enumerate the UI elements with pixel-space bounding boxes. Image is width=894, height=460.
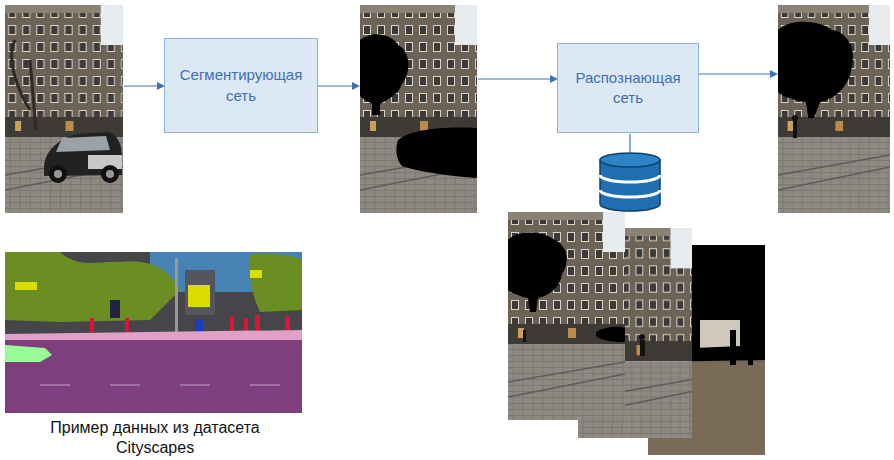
image-caption: Пример данных из датасета Cityscapes bbox=[20, 418, 290, 458]
database-icon bbox=[600, 153, 660, 211]
process-box: Распознающая сеть bbox=[557, 43, 699, 133]
segmentation-sample bbox=[5, 252, 302, 413]
node-label: Сегментирующая сеть bbox=[165, 59, 317, 112]
process-box: Сегментирующая сеть bbox=[164, 38, 318, 133]
node-label: Распознающая сеть bbox=[558, 62, 698, 115]
